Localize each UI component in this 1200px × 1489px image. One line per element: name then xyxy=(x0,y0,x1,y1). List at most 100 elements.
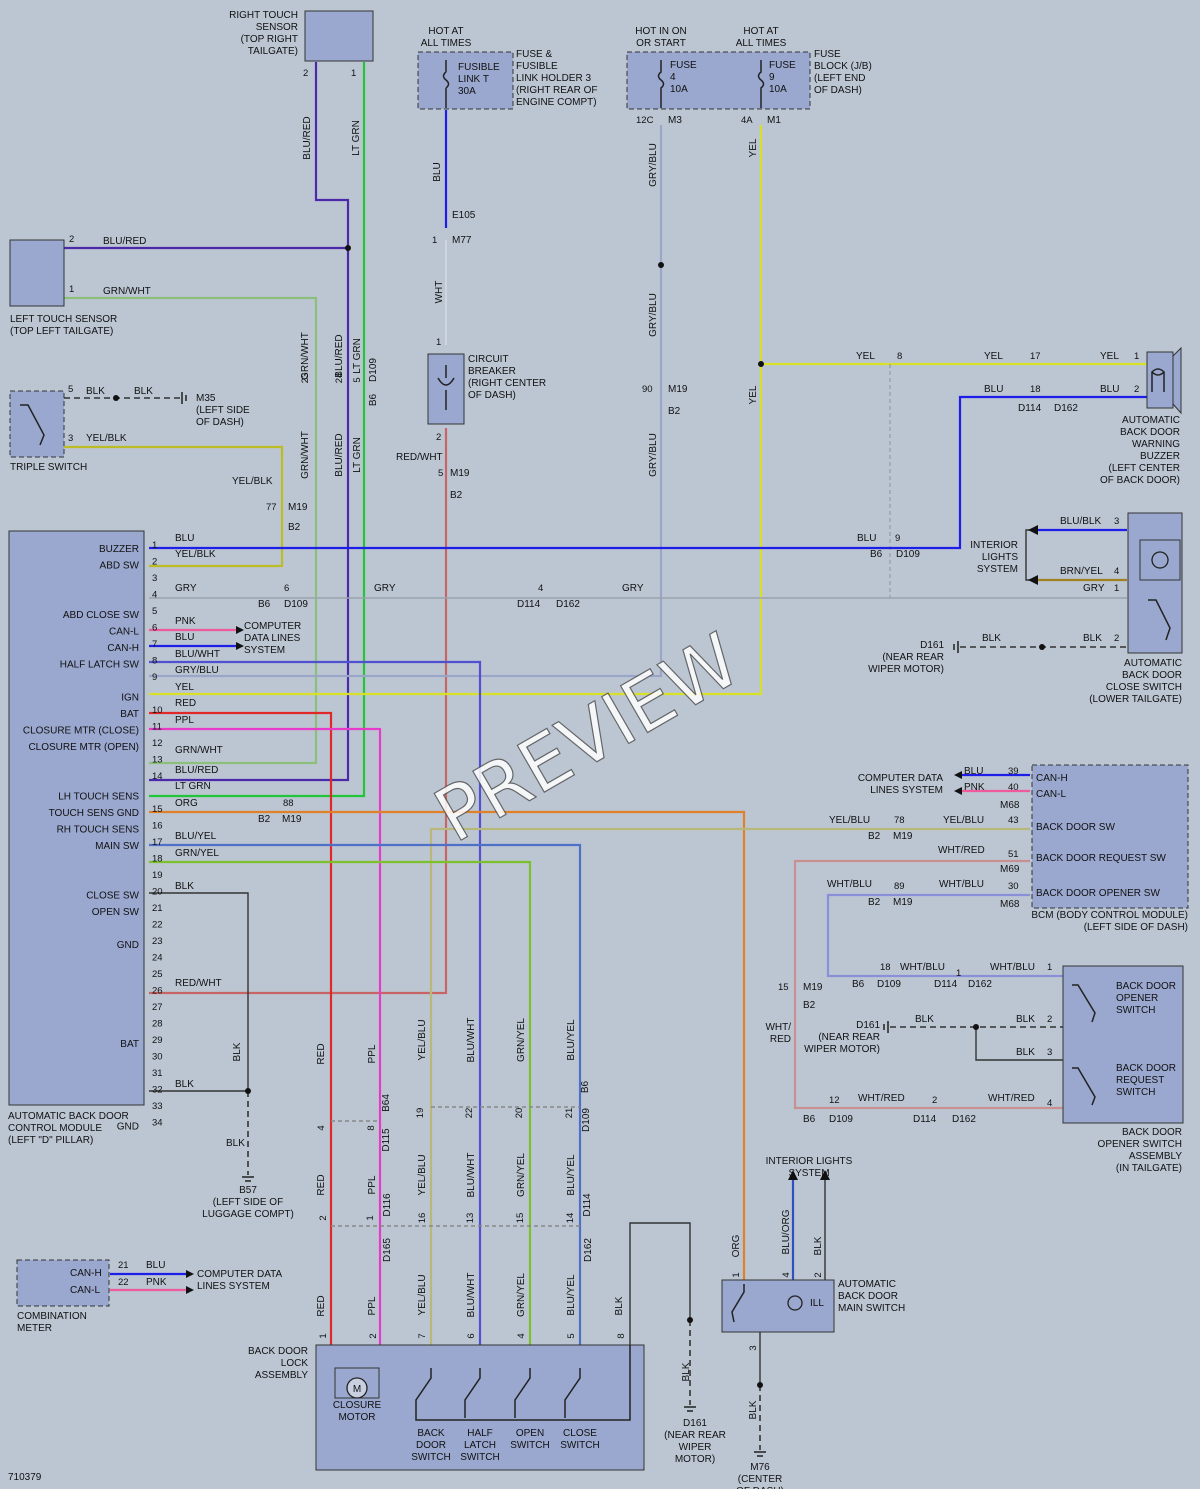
bcm-box xyxy=(1031,764,1189,909)
fuse-4-icon xyxy=(657,60,665,108)
wire-label: M77 xyxy=(452,235,472,246)
can-h-arrow xyxy=(236,642,244,650)
label-line: ALL TIMES xyxy=(736,38,787,49)
label-line: OF DASH) xyxy=(736,1486,784,1489)
wire-label: D109 xyxy=(877,979,901,990)
label-line: SENSOR xyxy=(256,22,298,33)
label-line: WHT/ xyxy=(765,1022,791,1033)
main-switch-contact xyxy=(731,1284,745,1323)
circuit-breaker-symbol xyxy=(437,365,455,410)
components xyxy=(8,10,1189,1471)
wire-label: GRN/WHT xyxy=(103,286,151,297)
label-line: BACK xyxy=(417,1428,445,1439)
pin-number: 8 xyxy=(616,1333,627,1338)
label-line: BACK DOOR xyxy=(248,1346,308,1357)
wire-label: BLK xyxy=(681,1362,692,1381)
right-touch-sensor-box xyxy=(304,10,374,62)
wire-label: B64 xyxy=(381,1094,392,1112)
label-line: SWITCH xyxy=(460,1452,499,1463)
pin-number: 2 xyxy=(318,1215,329,1220)
module-pin-number: 17 xyxy=(152,837,163,848)
wire-label: D116 xyxy=(382,1193,393,1217)
wire-yel-blu xyxy=(429,827,1030,1345)
wire-label: PNK xyxy=(964,782,985,793)
pin-number: 4 xyxy=(538,583,543,594)
pin-number: 20 xyxy=(514,1108,525,1119)
label-line: INTERIOR xyxy=(970,540,1018,551)
label-line: (RIGHT REAR OF xyxy=(516,85,597,96)
label-line: DATA LINES xyxy=(244,633,301,644)
wire-label: BLU xyxy=(964,766,983,777)
wire-label: D162 xyxy=(1054,403,1078,414)
ground-icon-d161-a xyxy=(953,641,959,653)
label-line: FUSE xyxy=(814,49,841,60)
wire-label: YEL xyxy=(1100,351,1119,362)
wire-org xyxy=(149,810,746,1280)
module-pin-name: BAT xyxy=(120,709,139,720)
label-line: COMBINATION xyxy=(17,1311,87,1322)
wire-label: BLU xyxy=(146,1260,165,1271)
wire-blu-buzzer xyxy=(149,395,1150,550)
ground-icon-d161-c xyxy=(684,1406,696,1412)
wire-label: GRN/WHT xyxy=(300,332,311,380)
pin-number: 2 xyxy=(932,1095,937,1106)
label-line: BACK DOOR xyxy=(838,1291,898,1302)
wire-label: D109 xyxy=(284,599,308,610)
wire-label: WHT/RED xyxy=(988,1093,1035,1104)
module-pin-number: 16 xyxy=(152,821,163,832)
wire-label: D114 xyxy=(582,1193,593,1217)
label-line: HOT AT xyxy=(743,26,778,37)
module-pin-number: 7 xyxy=(152,639,157,650)
wire-label: WHT xyxy=(434,281,445,304)
module-pin-name: LH TOUCH SENS xyxy=(58,792,139,803)
wire-label: BLK xyxy=(1016,1014,1035,1025)
wire-label: D114 xyxy=(517,599,541,610)
module-pin-number: 14 xyxy=(152,771,163,782)
wire-blu-yel xyxy=(149,843,582,1345)
triple-switch-label: TRIPLE SWITCH xyxy=(10,462,87,473)
label-line: OPEN xyxy=(516,1428,544,1439)
label-line: HALF xyxy=(467,1428,493,1439)
wire-grn-wht xyxy=(64,296,318,765)
label-line: LEFT TOUCH SENSOR xyxy=(10,314,117,325)
module-pin-number: 22 xyxy=(152,920,163,931)
module-pin-name: GND xyxy=(117,940,139,951)
wire-label: BACK DOOR SW xyxy=(1036,822,1115,833)
label-line: LATCH xyxy=(464,1440,496,1451)
label-line: (NEAR REAR xyxy=(664,1430,726,1441)
wire-label: GRY/BLU xyxy=(648,433,659,477)
wire-label: BLU xyxy=(1100,384,1119,395)
close-switch-lamp-icon xyxy=(1151,551,1169,569)
pin-number: 12C xyxy=(636,115,654,126)
wire-label: GRY xyxy=(374,583,396,594)
pin-number: 1 xyxy=(351,68,356,79)
wire-label: B6 xyxy=(852,979,865,990)
wire-label: M19 xyxy=(282,814,302,825)
module-pin-number: 29 xyxy=(152,1035,163,1046)
pin-number: 3 xyxy=(1114,516,1119,527)
label-line: BUZZER xyxy=(1140,451,1180,462)
wire-label: GRY xyxy=(1083,583,1105,594)
wire-label: BLU/BLK xyxy=(1060,516,1101,527)
wire-label: D109 xyxy=(368,358,379,382)
wire-blk-opener2 xyxy=(975,1027,1065,1061)
wire-label: RED/WHT xyxy=(396,452,443,463)
pin-number: 4 xyxy=(516,1333,527,1338)
lock-back-door-contact xyxy=(415,1368,432,1418)
pin-number: 23 xyxy=(300,373,311,384)
label-line: (TOP LEFT TAILGATE) xyxy=(10,326,113,337)
wire-label: D109 xyxy=(896,549,920,560)
wire-label: M3 xyxy=(668,115,682,126)
wire-label: BLU/WHT xyxy=(466,1018,477,1063)
wire-label: BLK xyxy=(175,1079,194,1090)
wire-label: BLK xyxy=(748,1400,759,1419)
pin-number: 22 xyxy=(118,1277,129,1288)
wire-label: PPL xyxy=(367,1175,378,1194)
wire-label: PPL xyxy=(367,1044,378,1063)
pin-number: 30 xyxy=(1008,881,1019,892)
